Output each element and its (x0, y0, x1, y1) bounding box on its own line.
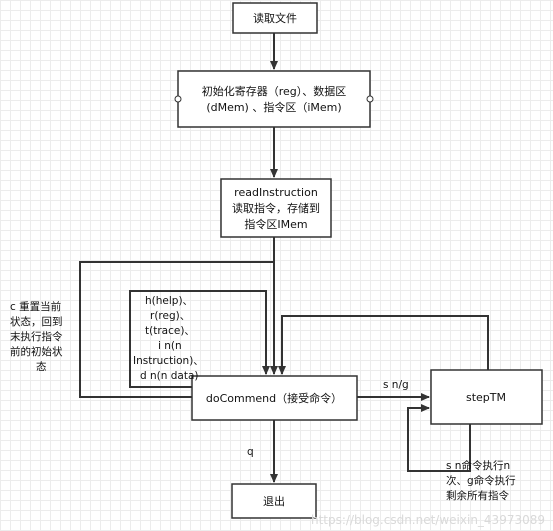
node-do-command-label: doCommend（接受命令） (206, 391, 342, 405)
connection-handle-left (174, 95, 182, 103)
node-exit-label: 退出 (263, 494, 285, 508)
edge-commands-loop (129, 290, 270, 388)
edges (79, 33, 489, 483)
edge-reset-loop (79, 261, 274, 398)
label-commands-line-4: i n(n (158, 340, 182, 352)
label-commands: h(help)、 r(reg)、 t(trace)、 i n(n Instruc… (133, 295, 204, 382)
node-read-instruction-line-1: readInstruction (234, 186, 318, 199)
edge-steptm-to-docommand (278, 315, 489, 375)
node-step-tm-box (430, 369, 543, 425)
node-read-file: 读取文件 (232, 2, 318, 34)
watermark: https://blog.csdn.net/weixin_43973089 (311, 513, 545, 527)
label-reset-line-2: 状态，回到 (10, 315, 63, 328)
label-reset-line-3: 末执行指令 (10, 330, 63, 343)
node-exit: 退出 (231, 483, 317, 519)
node-do-command: doCommend（接受命令） (191, 375, 358, 421)
label-step-note-line-2: 次、g命令执行 (446, 474, 516, 487)
label-reset-line-5: 态 (36, 360, 47, 373)
node-init-line-1: 初始化寄存器（reg）、数据区 (202, 84, 347, 98)
label-q: q (247, 446, 254, 458)
node-exit-box (231, 483, 317, 519)
label-commands-line-3: t(trace)、 (145, 325, 195, 337)
node-read-file-label: 读取文件 (253, 11, 297, 25)
label-step-note-line-3: 剩余所有指令 (446, 489, 509, 502)
label-step-note: s n命令执行n 次、g命令执行 剩余所有指令 (446, 459, 516, 502)
node-step-tm-label: stepTM (466, 391, 506, 404)
node-read-instruction-box (220, 178, 332, 238)
label-commands-line-6: d n(n data) (140, 370, 199, 382)
label-reset-line-4: 前的初始状 (10, 345, 63, 358)
label-commands-line-2: r(reg)、 (150, 310, 190, 322)
node-step-tm: stepTM (430, 369, 543, 425)
label-sng: s n/g (383, 379, 409, 391)
edge-steptm-self-loop (407, 404, 471, 472)
node-read-instruction-line-3: 指令区IMem (244, 217, 307, 231)
label-step-note-line-1: s n命令执行n (446, 459, 510, 472)
node-init: 初始化寄存器（reg）、数据区 (dMem) 、指令区（iMem) (174, 70, 374, 128)
label-commands-line-1: h(help)、 (145, 295, 193, 307)
connection-handle-right (366, 95, 374, 103)
node-do-command-box (191, 375, 358, 421)
node-init-box (177, 70, 371, 128)
node-read-file-box (232, 2, 318, 34)
label-reset: c 重置当前 状态，回到 末执行指令 前的初始状 态 (10, 300, 63, 373)
label-commands-line-5: Instruction)、 (133, 355, 204, 367)
label-reset-line-1: c 重置当前 (10, 300, 61, 313)
node-read-instruction-line-2: 读取指令，存储到 (232, 201, 320, 215)
node-init-line-2: (dMem) 、指令区（iMem) (206, 100, 341, 114)
node-read-instruction: readInstruction 读取指令，存储到 指令区IMem (220, 178, 332, 238)
